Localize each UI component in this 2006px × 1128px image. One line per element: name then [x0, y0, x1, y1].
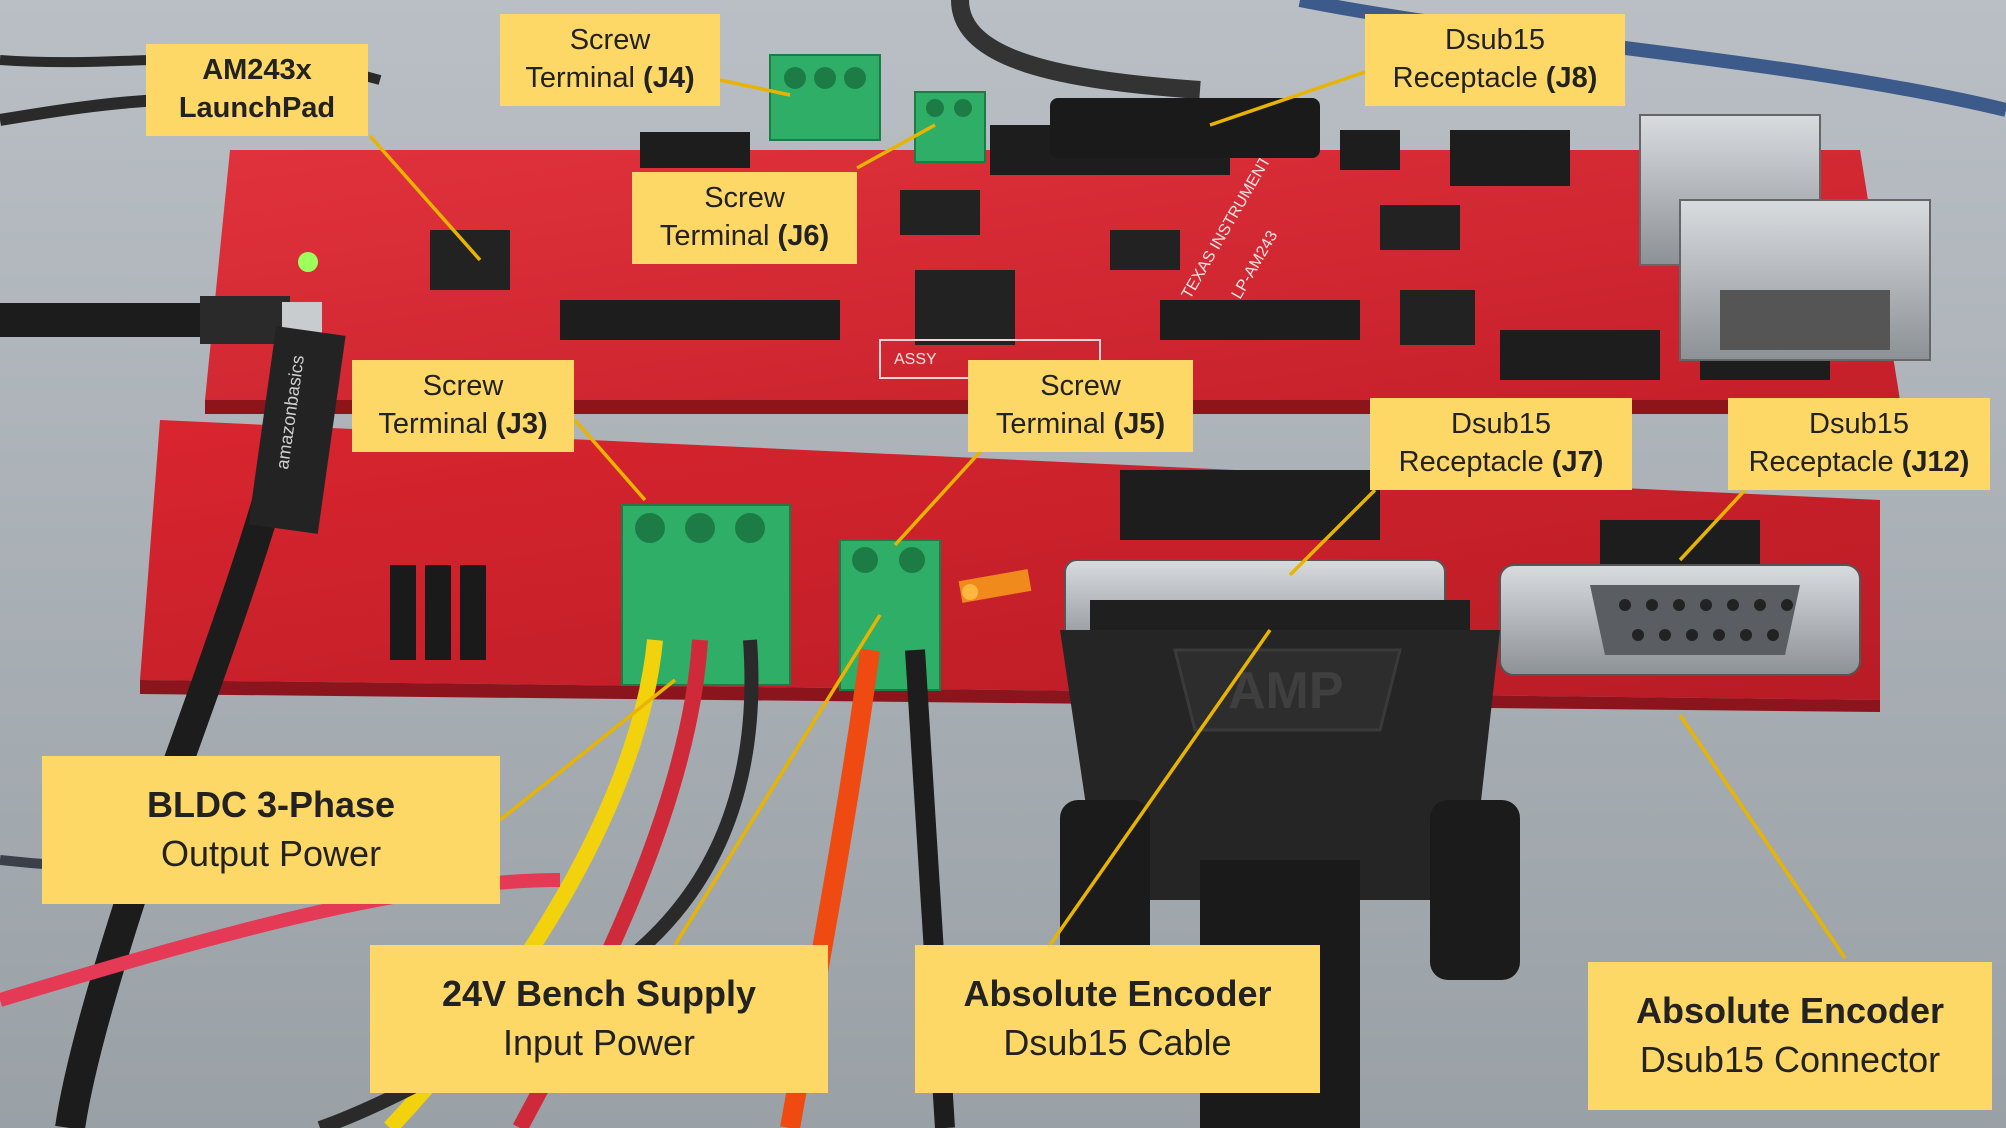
- label-j8-line1: Dsub15: [1445, 24, 1545, 57]
- label-screw-terminal-j5: Screw Terminal (J5): [968, 360, 1193, 452]
- label-encoder-cable: Absolute Encoder Dsub15 Cable: [915, 945, 1320, 1093]
- bg-cable-dark: [951, 0, 1201, 99]
- label-bench-supply: 24V Bench Supply Input Power: [370, 945, 828, 1093]
- label-j12-line2: Receptacle: [1748, 446, 1902, 478]
- label-am243x-line2: LaunchPad: [178, 92, 336, 124]
- label-j5-line2: Terminal: [995, 408, 1114, 440]
- label-j6-line2: Terminal: [659, 220, 778, 252]
- assy-text: ASSY: [894, 351, 937, 368]
- label-bldc-line2: Output Power: [160, 833, 382, 874]
- amp-logo-text: AMP: [1228, 662, 1344, 720]
- terminal-j6: [914, 91, 986, 163]
- label-screw-terminal-j6: Screw Terminal (J6): [632, 172, 857, 264]
- label-j7-line2: Receptacle: [1398, 446, 1552, 478]
- label-j4-line2: Terminal: [525, 62, 644, 94]
- label-bench-line1: 24V Bench Supply: [441, 973, 757, 1015]
- label-bldc-output: BLDC 3-Phase Output Power: [42, 756, 500, 904]
- green-led: [298, 252, 318, 272]
- label-bench-line2: Input Power: [502, 1022, 696, 1063]
- label-enc-conn-line2: Dsub15 Connector: [1639, 1039, 1941, 1080]
- label-enc-cable-line1: Absolute Encoder: [963, 973, 1272, 1015]
- label-dsub15-receptacle-j7: Dsub15 Receptacle (J7): [1370, 398, 1632, 490]
- label-j5-line1: Screw: [1040, 370, 1121, 403]
- label-j7-ref: (J7): [1551, 446, 1604, 478]
- label-j4-line1: Screw: [569, 24, 651, 57]
- label-enc-conn-line1: Absolute Encoder: [1635, 990, 1945, 1032]
- label-j3-line1: Screw: [422, 370, 504, 403]
- leader-lines: [368, 70, 1847, 959]
- jumpers: [390, 565, 486, 660]
- label-j4-ref: (J4): [643, 62, 695, 94]
- label-am243x-launchpad: AM243x LaunchPad: [146, 44, 368, 136]
- label-am243x-line1: AM243x: [202, 54, 312, 87]
- label-j8-line2: Receptacle: [1392, 62, 1546, 94]
- dsub-j8: [1050, 98, 1320, 158]
- label-j8-ref: (J8): [1545, 62, 1598, 94]
- label-j6-ref: (J6): [777, 220, 830, 252]
- label-bldc-line1: BLDC 3-Phase: [146, 784, 396, 826]
- status-led: [962, 584, 978, 600]
- label-screw-terminal-j3: Screw Terminal (J3): [352, 360, 574, 452]
- ics: [430, 190, 1475, 345]
- label-screw-terminal-j4: Screw Terminal (J4): [500, 14, 720, 106]
- label-j6-line1: Screw: [704, 182, 785, 215]
- amp-cable: AMP: [1060, 600, 1520, 1128]
- label-enc-cable-line2: Dsub15 Cable: [1003, 1022, 1232, 1063]
- label-dsub15-receptacle-j8: Dsub15 Receptacle (J8): [1365, 14, 1625, 106]
- dsub-j12: [1499, 564, 1861, 676]
- terminal-j4: [769, 54, 881, 141]
- label-j12-line1: Dsub15: [1809, 408, 1909, 441]
- label-j3-line2: Terminal: [378, 408, 497, 440]
- label-j3-ref: (J3): [496, 408, 548, 440]
- label-dsub15-receptacle-j12: Dsub15 Receptacle (J12): [1728, 398, 1990, 490]
- ethernet-jacks: [1639, 114, 1931, 361]
- label-j7-line1: Dsub15: [1451, 408, 1551, 441]
- label-j5-ref: (J5): [1113, 408, 1166, 440]
- amazon-plug: [248, 326, 346, 534]
- label-encoder-connector: Absolute Encoder Dsub15 Connector: [1588, 962, 1992, 1110]
- label-j12-ref: (J12): [1901, 446, 1970, 478]
